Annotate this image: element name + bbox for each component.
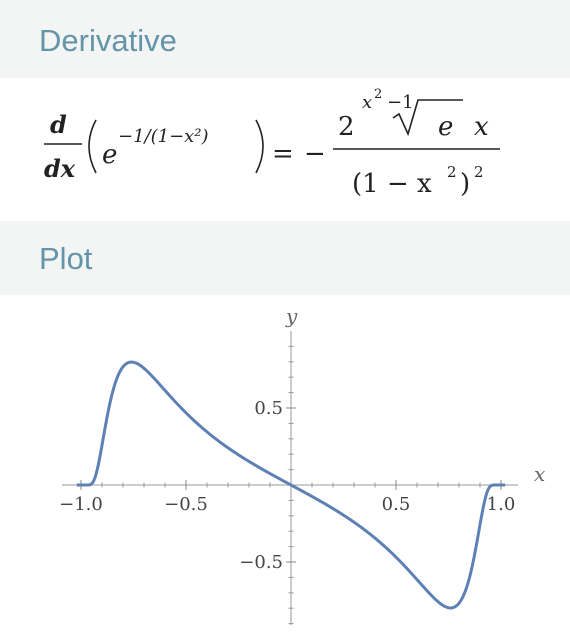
formula-den-left: (1 − x [352,169,432,199]
x-tick-label: −0.5 [164,494,208,515]
formula-right-paren [255,119,264,174]
formula-two: 2 [338,112,355,142]
y-axis-label: y [285,304,298,328]
formula-lhs-exponent: −1/(1−x²) [118,126,209,147]
derivative-pod-title: Derivative [0,0,570,78]
formula-equals: = [272,139,294,169]
plot-title-text: Plot [39,241,93,276]
derivative-pod-body: d dx e −1/(1−x²) = − 2 x 2 −1 e x (1 − x… [0,78,570,221]
formula-den-pow: 2 [474,163,484,181]
y-tick-label: −0.5 [239,552,283,573]
plot-pod-body: −1.0 −0.5 0.5 1.0 0.5 −0.5 x y [0,295,570,636]
derivative-title-text: Derivative [39,23,177,58]
tick-labels: −1.0 −0.5 0.5 1.0 0.5 −0.5 [59,398,515,573]
formula-minus: − [304,139,326,169]
formula-exp-minus1: −1 [387,92,414,113]
formula-lhs-base: e [102,140,117,170]
x-tick-label: 0.5 [382,494,411,515]
plot-pod-title: Plot [0,221,570,295]
formula-den-sup: 2 [447,163,457,181]
formula-radical [392,99,463,137]
formula-left-paren [88,119,97,174]
x-tick-label: −1.0 [59,494,103,515]
formula-d: d [50,110,67,139]
formula-dx: dx [44,154,76,183]
derivative-formula: d dx e −1/(1−x²) = − 2 x 2 −1 e x (1 − x… [44,87,500,199]
formula-den-right: ) [460,169,470,199]
x-tick-label: 1.0 [487,494,516,515]
derivative-plot: −1.0 −0.5 0.5 1.0 0.5 −0.5 x y [59,304,545,625]
major-ticks [80,407,502,563]
y-tick-label: 0.5 [254,398,283,419]
formula-exp-sup2: 2 [374,87,382,102]
x-axis-label: x [534,462,545,486]
formula-exp-x: x [362,92,372,113]
formula-x: x [474,112,489,142]
series-line [76,360,506,610]
formula-e: e [438,112,453,142]
